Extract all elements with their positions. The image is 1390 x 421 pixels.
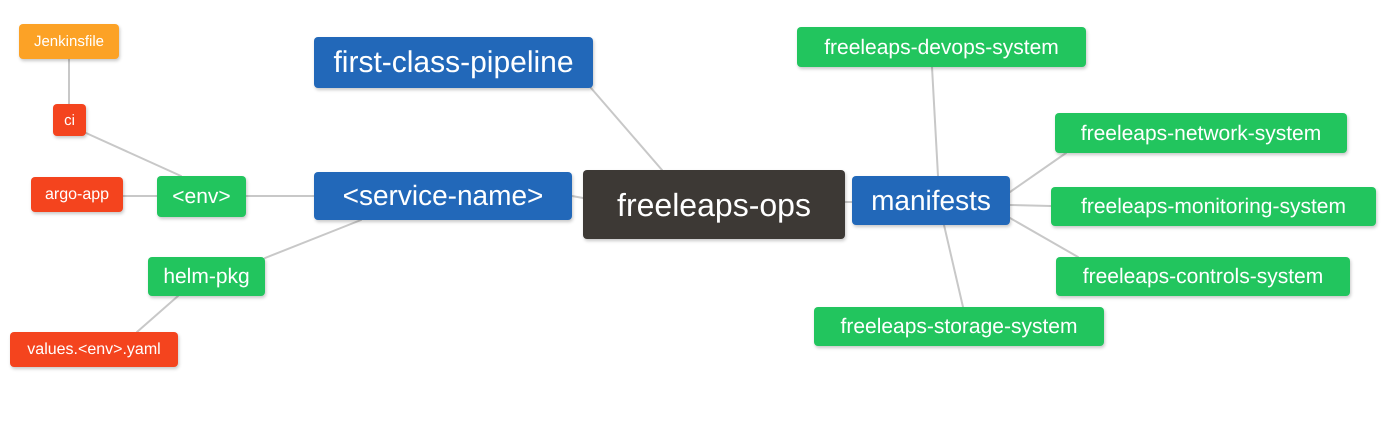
node-label-freeleaps-ops: freeleaps-ops: [617, 186, 811, 223]
node-label-freeleaps-storage-system: freeleaps-storage-system: [840, 315, 1078, 338]
node-freeleaps-controls-system[interactable]: freeleaps-controls-system: [1056, 257, 1350, 296]
node-label-freeleaps-controls-system: freeleaps-controls-system: [1082, 265, 1324, 288]
node-values-yaml[interactable]: values.<env>.yaml: [10, 332, 178, 367]
node-ci[interactable]: ci: [53, 104, 86, 136]
node-freeleaps-storage-system[interactable]: freeleaps-storage-system: [814, 307, 1104, 346]
node-service-name[interactable]: <service-name>: [314, 172, 572, 220]
node-manifests[interactable]: manifests: [852, 176, 1010, 225]
edge-values-yaml-to-helm-pkg: [136, 295, 179, 333]
edge-manifests-to-freeleaps-monitoring-system: [1009, 204, 1052, 207]
node-label-helm-pkg: helm-pkg: [163, 265, 250, 288]
node-freeleaps-monitoring-system[interactable]: freeleaps-monitoring-system: [1051, 187, 1376, 226]
node-label-service-name: <service-name>: [342, 180, 544, 211]
edge-manifests-to-freeleaps-network-system: [1009, 152, 1067, 193]
node-jenkinsfile[interactable]: Jenkinsfile: [19, 24, 119, 59]
edge-manifests-to-freeleaps-devops-system: [931, 66, 939, 177]
edge-manifests-to-freeleaps-controls-system: [1009, 217, 1079, 258]
node-label-values-yaml: values.<env>.yaml: [27, 340, 161, 358]
node-first-class-pipeline[interactable]: first-class-pipeline: [314, 37, 593, 88]
node-helm-pkg[interactable]: helm-pkg: [148, 257, 265, 296]
node-label-jenkinsfile: Jenkinsfile: [33, 33, 105, 50]
node-label-freeleaps-devops-system: freeleaps-devops-system: [824, 35, 1059, 59]
node-label-argo-app: argo-app: [44, 185, 110, 203]
edge-manifests-to-freeleaps-storage-system: [943, 224, 964, 308]
node-label-freeleaps-network-system: freeleaps-network-system: [1080, 121, 1322, 145]
edge-service-name-to-freeleaps-ops: [571, 195, 584, 199]
node-freeleaps-ops[interactable]: freeleaps-ops: [583, 170, 845, 239]
node-label-freeleaps-monitoring-system: freeleaps-monitoring-system: [1081, 195, 1346, 218]
edge-helm-pkg-to-service-name: [264, 219, 362, 259]
node-label-ci: ci: [64, 111, 75, 129]
edge-ci-to-env: [85, 132, 182, 177]
node-label-first-class-pipeline: first-class-pipeline: [333, 45, 574, 79]
edge-first-class-pipeline-to-freeleaps-ops: [590, 87, 663, 171]
node-freeleaps-devops-system[interactable]: freeleaps-devops-system: [797, 27, 1086, 67]
node-label-manifests: manifests: [871, 184, 991, 216]
node-env[interactable]: <env>: [157, 176, 246, 217]
node-label-env: <env>: [172, 185, 231, 208]
node-freeleaps-network-system[interactable]: freeleaps-network-system: [1055, 113, 1347, 153]
node-argo-app[interactable]: argo-app: [31, 177, 123, 212]
